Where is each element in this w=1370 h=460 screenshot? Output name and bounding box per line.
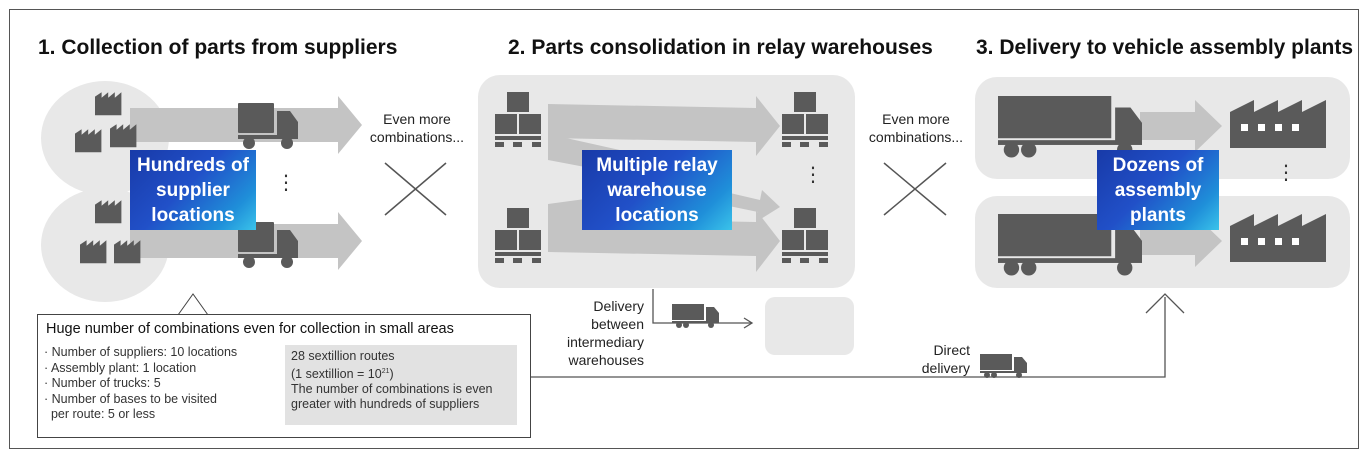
step3-heading: 3. Delivery to vehicle assembly plants (976, 36, 1354, 59)
assembly-plant-icons (1230, 100, 1326, 262)
diagram-frame (9, 9, 1359, 449)
relay-warehouse-box: Multiple relay warehouse locations (582, 150, 732, 230)
info-bullet: · Number of suppliers: 10 locations (44, 345, 238, 359)
more-combinations-label-1: Even more combinations... (369, 111, 465, 145)
assembly-plants-box: Dozens of assembly plants (1097, 150, 1219, 230)
ellipsis-plants: ⋮ (1276, 162, 1296, 184)
result-def-text: (1 sextillion = 10 (291, 367, 382, 382)
info-bullet: · Assembly plant: 1 location (44, 360, 197, 375)
ellipsis-suppliers: ⋮ (276, 172, 296, 194)
direct-delivery-line (531, 293, 1185, 378)
multiply-mark-2 (883, 162, 947, 216)
result-note: The number of combinations is even great… (291, 382, 493, 412)
result-def-close: ) (389, 367, 394, 382)
step1-heading: 1. Collection of parts from suppliers (38, 36, 398, 59)
delivery-between-label: Delivery between intermediary warehouses (566, 298, 644, 368)
info-bullet: per route: 5 or less (44, 407, 156, 421)
info-title: Huge number of combinations even for col… (46, 321, 454, 337)
intermediary-warehouse-box (765, 297, 854, 355)
result-box: 28 sextillion routes (1 sextillion = 102… (285, 345, 517, 425)
info-bullet: · Number of bases to be visited (44, 391, 217, 406)
info-bullet: · Number of trucks: 5 (44, 376, 161, 390)
info-bullet-list: · Number of suppliers: 10 locations · As… (44, 345, 237, 423)
result-sextillion-def: (1 sextillion = 1021) (291, 364, 511, 382)
ellipsis-warehouses: ⋮ (803, 164, 823, 186)
result-def-exponent: 21 (381, 368, 390, 375)
callout-pointer (177, 293, 209, 316)
result-routes: 28 sextillion routes (291, 349, 395, 363)
combinations-info-box: Huge number of combinations even for col… (37, 314, 531, 438)
direct-delivery-label: Direct delivery (921, 342, 970, 376)
more-combinations-label-2: Even more combinations... (868, 111, 964, 145)
multiply-mark-1 (384, 162, 447, 216)
intermediary-delivery-line (652, 289, 754, 329)
supplier-locations-box: Hundreds of supplier locations (130, 150, 256, 230)
step2-heading: 2. Parts consolidation in relay warehous… (508, 36, 933, 59)
